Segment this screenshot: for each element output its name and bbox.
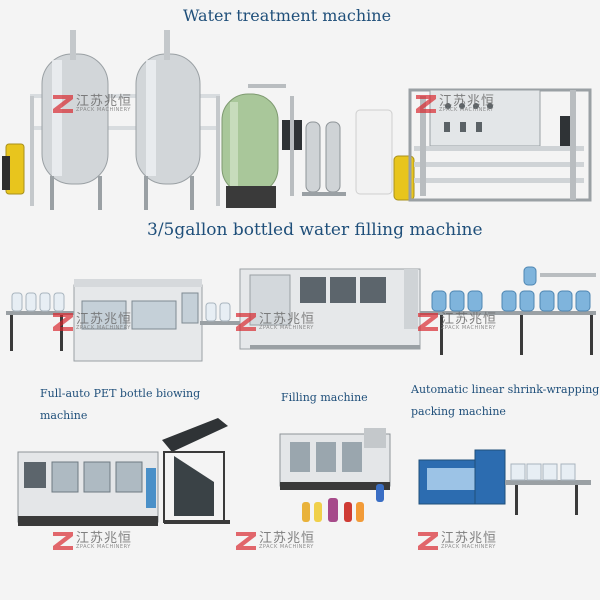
packing-machine-caption: Automatic linear shrink-wrapping packing… <box>411 379 599 423</box>
packing-caption-line2: packing machine <box>411 405 506 418</box>
watermark-cn: 江苏兆恒 <box>441 531 498 546</box>
blowing-caption-line2: machine <box>40 409 88 422</box>
packing-caption-line1: Automatic linear shrink-wrapping <box>411 383 600 396</box>
water-treatment-machine-image <box>0 26 600 216</box>
bottled-water-filling-title: 3/5gallon bottled water filling machine <box>147 220 483 240</box>
watermark-cn: 江苏兆恒 <box>76 312 133 327</box>
zpack-logo-icon <box>416 95 436 113</box>
watermark-en: ZPACK MACHINERY <box>441 544 496 550</box>
blowing-caption-line1: Full-auto PET bottle biowing <box>40 387 201 400</box>
zpack-logo-icon <box>53 532 73 550</box>
filling-machine-image <box>276 420 406 532</box>
watermark-en: ZPACK MACHINERY <box>259 325 314 331</box>
gallon-filling-machine-image <box>0 245 600 370</box>
watermark-en: ZPACK MACHINERY <box>441 325 496 331</box>
zpack-logo-icon <box>418 532 438 550</box>
blowing-machine-image <box>14 412 242 544</box>
zpack-logo-icon <box>236 313 256 331</box>
watermark-cn: 江苏兆恒 <box>439 94 496 109</box>
watermark-cn: 江苏兆恒 <box>441 312 498 327</box>
watermark-en: ZPACK MACHINERY <box>76 325 131 331</box>
watermark-en: ZPACK MACHINERY <box>76 544 131 550</box>
zpack-logo-icon <box>418 313 438 331</box>
blowing-machine-caption: Full-auto PET bottle biowing machine <box>40 383 200 427</box>
watermark-cn: 江苏兆恒 <box>259 531 316 546</box>
zpack-logo-icon <box>53 95 73 113</box>
watermark-cn: 江苏兆恒 <box>76 94 133 109</box>
watermark-en: ZPACK MACHINERY <box>76 107 131 113</box>
zpack-logo-icon <box>53 313 73 331</box>
zpack-logo-icon <box>236 532 256 550</box>
watermark-cn: 江苏兆恒 <box>76 531 133 546</box>
watermark-en: ZPACK MACHINERY <box>259 544 314 550</box>
watermark-cn: 江苏兆恒 <box>259 312 316 327</box>
water-treatment-title: Water treatment machine <box>183 6 392 25</box>
filling-machine-caption: Filling machine <box>281 391 368 404</box>
shrink-wrapping-machine-image <box>415 440 595 522</box>
watermark-en: ZPACK MACHINERY <box>439 107 494 113</box>
